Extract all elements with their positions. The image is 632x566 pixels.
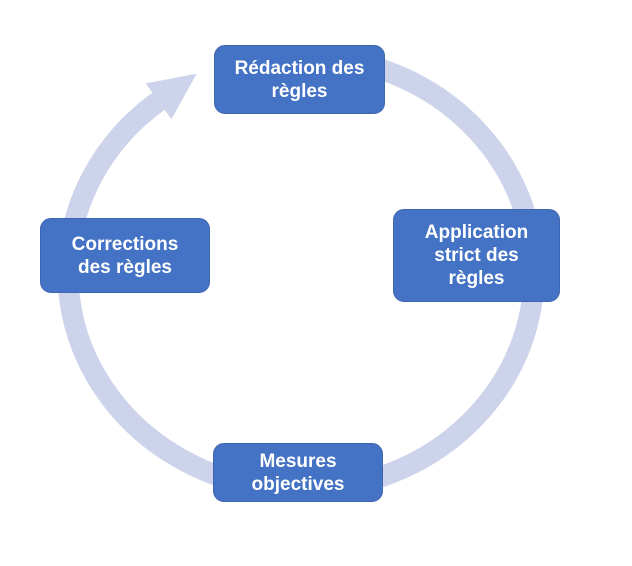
node-label-line: Rédaction des: [234, 57, 365, 79]
node-label-line: Application: [424, 222, 529, 243]
node-label-line: des règles: [78, 256, 172, 278]
node-label-line: objectives: [251, 473, 345, 495]
node-label-line: strict des: [434, 245, 519, 266]
cycle-arrowhead-icon: [145, 73, 197, 120]
node-label-line: règles: [448, 268, 505, 289]
cycle-node-mesures[interactable]: Mesures objectives: [213, 443, 383, 502]
node-label-line: Corrections: [71, 233, 179, 255]
cycle-node-application[interactable]: Application strict des règles: [393, 209, 560, 302]
cycle-node-corrections[interactable]: Corrections des règles: [40, 218, 210, 293]
node-label-line: Mesures: [259, 450, 337, 472]
cycle-node-redaction[interactable]: Rédaction des règles: [214, 45, 385, 114]
node-label-line: règles: [271, 80, 328, 102]
